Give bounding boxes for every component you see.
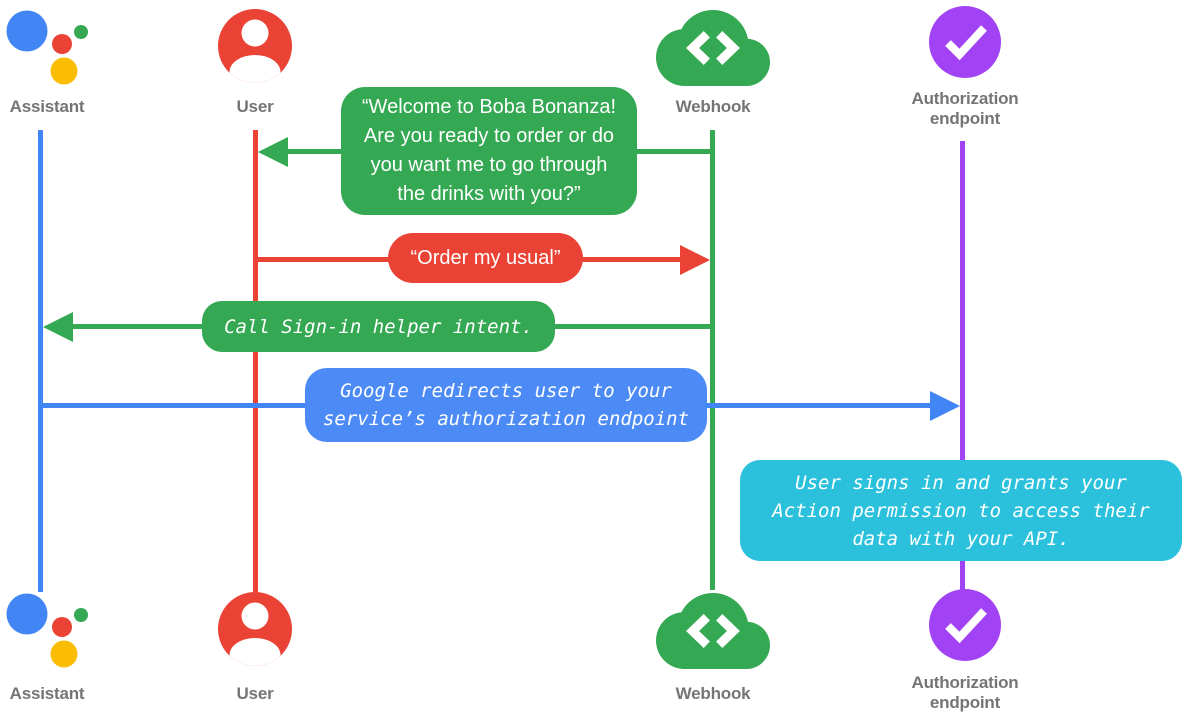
speech-bubble-welcome: “Welcome to Boba Bonanza! Are you ready … [341, 87, 637, 215]
user-icon [218, 592, 292, 666]
actor-label-webhook: Webhook [675, 97, 751, 116]
actor-label-user: User [236, 684, 274, 703]
lifeline-user [253, 130, 258, 592]
actor-label-assistant: Assistant [9, 97, 85, 116]
lifeline-webhook [710, 130, 715, 590]
actor-label-authorization-endpoint: Authorization endpoint [911, 673, 1019, 712]
actor-label-user: User [236, 97, 274, 116]
lifeline-assistant [38, 130, 43, 592]
arrowhead-left-icon [258, 137, 288, 167]
arrowhead-right-icon [930, 391, 960, 421]
system-message-signin: Call Sign-in helper intent. [202, 301, 555, 352]
google-assistant-icon [6, 593, 88, 668]
lifeline-authorization-endpoint [960, 141, 965, 592]
actor-label-webhook: Webhook [675, 684, 751, 703]
cloud-code-icon [656, 9, 770, 86]
speech-bubble-order: “Order my usual” [388, 233, 583, 283]
arrowhead-left-icon [43, 312, 73, 342]
check-circle-icon [929, 6, 1001, 78]
note-user-grants-permission: User signs in and grants your Action per… [740, 460, 1182, 561]
system-message-redirect: Google redirects user to your service’s … [305, 368, 707, 442]
actor-label-authorization-endpoint: Authorization endpoint [911, 89, 1019, 128]
arrowhead-right-icon [680, 245, 710, 275]
cloud-code-icon [656, 593, 770, 669]
google-assistant-icon [6, 10, 88, 85]
check-circle-icon [929, 589, 1001, 661]
user-icon [218, 9, 292, 83]
actor-label-assistant: Assistant [9, 684, 85, 703]
